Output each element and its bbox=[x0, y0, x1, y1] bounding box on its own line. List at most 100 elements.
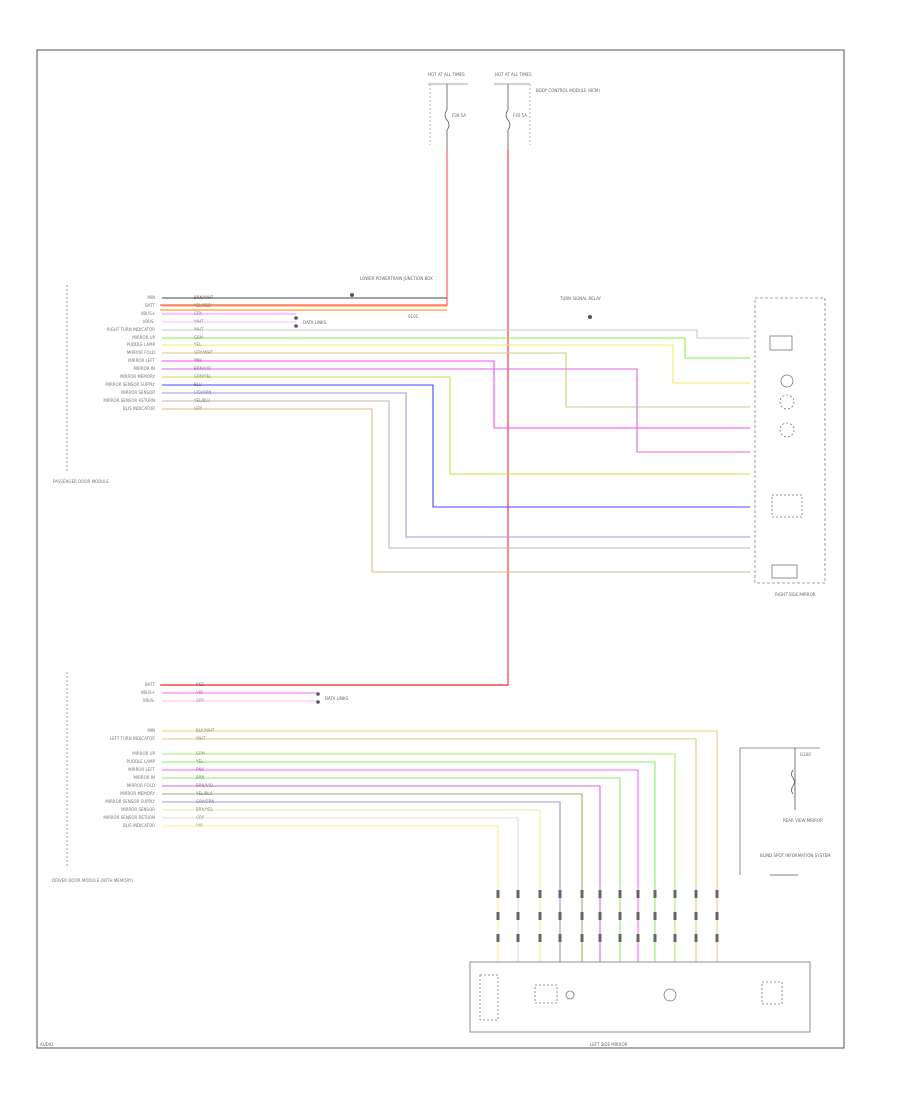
pin-label: LEFT TURN INDICATOR bbox=[110, 736, 155, 741]
wire bbox=[162, 777, 621, 962]
wire bbox=[162, 392, 750, 538]
connector-pin bbox=[496, 934, 500, 942]
connector-pin bbox=[538, 912, 542, 920]
connector-pin bbox=[558, 934, 562, 942]
pin-label: MIRROR UP bbox=[132, 751, 155, 756]
connector-pin bbox=[496, 912, 500, 920]
connector-pin bbox=[636, 912, 640, 920]
connector-pin bbox=[636, 934, 640, 942]
wire bbox=[162, 817, 519, 962]
pin-label: MIRROR SENSOR RETURN bbox=[103, 815, 155, 820]
connector-pin bbox=[694, 934, 698, 942]
pin-label: MIN bbox=[147, 728, 155, 733]
connector-pin bbox=[598, 912, 602, 920]
left-mirror-label: LEFT SIDE MIRROR bbox=[590, 1042, 628, 1047]
connector-pin bbox=[516, 890, 520, 898]
connector-pin bbox=[694, 912, 698, 920]
wire bbox=[162, 400, 750, 549]
connector-pin bbox=[694, 890, 698, 898]
fuse-block-right: HOT AT ALL TIMES F40 5A BODY CONTROL MOD… bbox=[494, 72, 600, 150]
pin-label: VBUS+ bbox=[141, 690, 155, 695]
connector-pin bbox=[636, 890, 640, 898]
data-links-bottom: DATA LINKS bbox=[325, 696, 349, 701]
pin-label: BLIS INDICATOR bbox=[123, 406, 155, 411]
connector-pin bbox=[580, 934, 584, 942]
pin-label: MIRROR MEMORY bbox=[120, 791, 155, 796]
bottom-splice-notes: DATA LINKS bbox=[316, 692, 349, 704]
pin-label: MIRROR SENSOR bbox=[121, 390, 155, 395]
driver-door-module-label: DRIVER DOOR MODULE (WITH MEMORY) bbox=[52, 878, 133, 883]
pin-label: BATT bbox=[145, 303, 156, 308]
wire bbox=[162, 753, 676, 962]
connector-pin bbox=[538, 934, 542, 942]
feed-wire-right bbox=[160, 150, 509, 686]
wire bbox=[162, 384, 750, 508]
wire bbox=[162, 408, 750, 573]
wire bbox=[162, 376, 750, 475]
pin-label: MIRROR SENSOR SUPPLY bbox=[105, 799, 155, 804]
pin-label: BATT bbox=[145, 682, 156, 687]
wire bbox=[162, 825, 499, 962]
driver-door-module: DRIVER DOOR MODULE (WITH MEMORY) bbox=[52, 672, 133, 883]
connector-pin bbox=[558, 912, 562, 920]
doc-id: AUDIO bbox=[40, 1042, 53, 1047]
pin-label: MIRROR FOLD bbox=[127, 783, 155, 788]
connector-pin bbox=[496, 890, 500, 898]
wire bbox=[162, 801, 561, 962]
connector-pin bbox=[516, 934, 520, 942]
connector-pin bbox=[580, 890, 584, 898]
pin-label: MIRROR LEFT bbox=[128, 358, 155, 363]
diagram-frame bbox=[36, 49, 845, 1049]
wire bbox=[162, 793, 583, 962]
wire bbox=[162, 730, 718, 962]
wire bbox=[162, 329, 750, 339]
splice-label: S101 bbox=[408, 314, 419, 319]
connector-pin bbox=[598, 890, 602, 898]
fuse-right-title: HOT AT ALL TIMES bbox=[495, 72, 532, 77]
connector-pin bbox=[673, 934, 677, 942]
connector-pin bbox=[673, 912, 677, 920]
connector-pin bbox=[653, 890, 657, 898]
right-mirror-label: RIGHT SIDE MIRROR bbox=[775, 592, 816, 597]
pin-label: MIRROR LEFT bbox=[128, 767, 155, 772]
pin-label: MIRROR FOLD bbox=[127, 350, 155, 355]
pin-label: VBUS- bbox=[143, 319, 156, 324]
pin-label: MIRROR IN bbox=[133, 775, 155, 780]
passenger-door-module-label: PASSENGER DOOR MODULE bbox=[53, 479, 109, 484]
wire bbox=[162, 352, 750, 408]
connector-pin bbox=[580, 912, 584, 920]
connector-pin bbox=[598, 934, 602, 942]
pin-label: MIRROR MEMORY bbox=[120, 374, 155, 379]
connector-pin bbox=[673, 890, 677, 898]
fuse-block-left: HOT AT ALL TIMES F39 5A bbox=[428, 72, 468, 150]
pin-label: MIRROR SENSOR bbox=[121, 807, 155, 812]
pin-label: RIGHT TURN INDICATOR bbox=[107, 327, 155, 332]
connector-pin bbox=[715, 890, 719, 898]
pin-label: MIRROR UP bbox=[132, 335, 155, 340]
pin-label: PUDDLE LAMP bbox=[127, 342, 156, 347]
pin-label: MIRROR SENSOR RETURN bbox=[103, 398, 155, 403]
right-mirror-assembly: TURN SIGNAL RELAY RIGHT SIDE MIRROR bbox=[559, 296, 826, 597]
connector-pin bbox=[618, 890, 622, 898]
wire bbox=[162, 738, 697, 962]
wire bbox=[162, 761, 656, 962]
connector-pin bbox=[653, 912, 657, 920]
wire bbox=[162, 769, 639, 962]
connector-pin bbox=[715, 912, 719, 920]
bcm-note: BODY CONTROL MODULE (BCM) bbox=[536, 88, 600, 93]
connector-pin bbox=[653, 934, 657, 942]
fuse-left-title: HOT AT ALL TIMES bbox=[428, 72, 465, 77]
pin-label: VBUS- bbox=[143, 698, 156, 703]
data-links-top: DATA LINKS bbox=[303, 320, 327, 325]
driver-wires bbox=[162, 684, 719, 962]
wire bbox=[162, 368, 750, 453]
mirror-ref-label: REAR VIEW MIRROR bbox=[783, 818, 823, 823]
blis-module: G100 REAR VIEW MIRROR BLIND SPOT INFORMA… bbox=[739, 747, 831, 876]
pin-label: MIRROR IN bbox=[133, 366, 155, 371]
connector-pin bbox=[516, 912, 520, 920]
wire bbox=[162, 344, 750, 384]
wire bbox=[162, 360, 750, 429]
wire bbox=[162, 809, 541, 962]
